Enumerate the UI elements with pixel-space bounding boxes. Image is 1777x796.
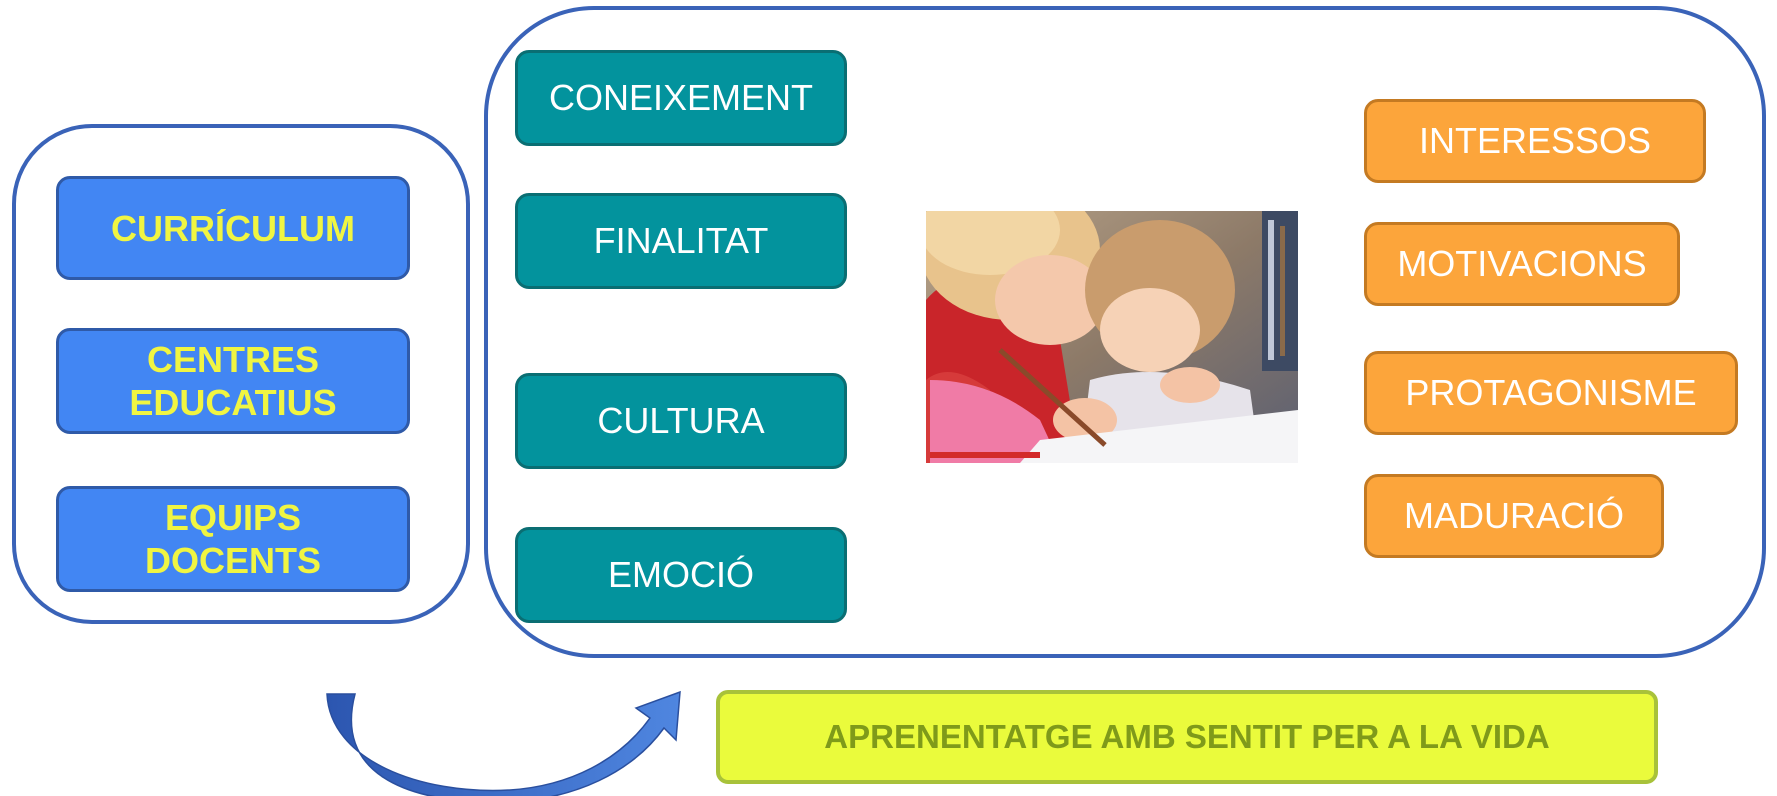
result-box: APRENENTATGE AMB SENTIT PER A LA VIDA — [716, 690, 1658, 784]
interessos-label: INTERESSOS — [1418, 120, 1652, 161]
cultura-box: CULTURA — [515, 373, 847, 469]
equips-docents-label: EQUIPS DOCENTS — [144, 497, 321, 581]
maduracio-label: MADURACIÓ — [1403, 495, 1624, 536]
curriculum-box: CURRÍCULUM — [56, 176, 410, 280]
protagonisme-box: PROTAGONISME — [1364, 351, 1738, 435]
motivacions-box: MOTIVACIONS — [1364, 222, 1680, 306]
finalitat-box: FINALITAT — [515, 193, 847, 289]
maduracio-box: MADURACIÓ — [1364, 474, 1664, 558]
coneixement-label: CONEIXEMENT — [548, 77, 814, 118]
interessos-box: INTERESSOS — [1364, 99, 1706, 183]
finalitat-label: FINALITAT — [593, 220, 769, 261]
centres-educatius-box: CENTRES EDUCATIUS — [56, 328, 410, 434]
coneixement-box: CONEIXEMENT — [515, 50, 847, 146]
emocio-box: EMOCIÓ — [515, 527, 847, 623]
cultura-label: CULTURA — [597, 400, 765, 441]
protagonisme-label: PROTAGONISME — [1405, 372, 1697, 413]
curriculum-label: CURRÍCULUM — [111, 207, 355, 249]
result-label: APRENENTATGE AMB SENTIT PER A LA VIDA — [824, 718, 1550, 755]
emocio-label: EMOCIÓ — [607, 554, 754, 595]
equips-docents-box: EQUIPS DOCENTS — [56, 486, 410, 592]
centres-educatius-label: CENTRES EDUCATIUS — [129, 339, 337, 423]
motivacions-label: MOTIVACIONS — [1397, 243, 1647, 284]
